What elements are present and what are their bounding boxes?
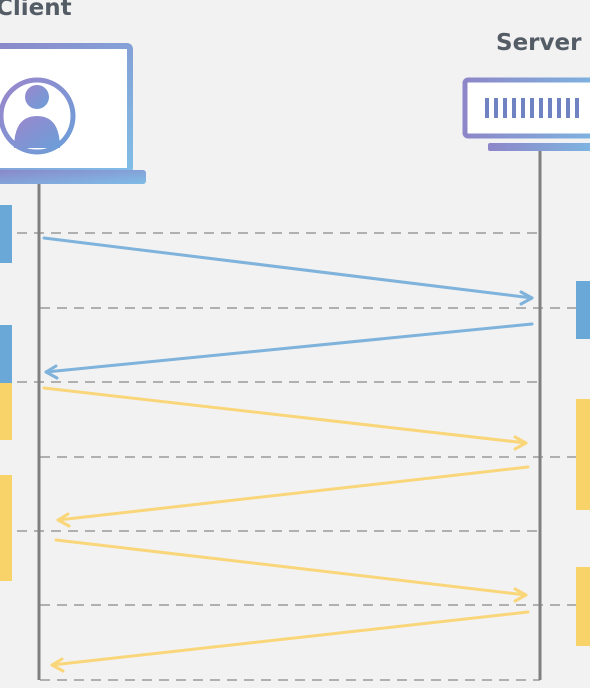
message-arrow-yellow-response-2 <box>50 610 530 673</box>
server-block-yellow-2 <box>576 567 590 646</box>
message-arrow-blue-request <box>42 236 534 306</box>
client-block-yellow-1 <box>0 383 12 440</box>
client-block-blue-1 <box>0 205 12 263</box>
laptop-user-icon <box>0 43 146 184</box>
message-arrow-yellow-response-1 <box>56 465 530 528</box>
message-arrow-yellow-request-1 <box>42 386 528 451</box>
server-rack-icon <box>462 77 590 151</box>
server-block-yellow-1 <box>576 399 590 510</box>
client-block-blue-2 <box>0 325 12 383</box>
server-label: Server <box>496 30 582 56</box>
server-block-blue <box>576 281 590 339</box>
message-arrow-blue-response <box>44 322 534 380</box>
client-block-yellow-2 <box>0 475 12 581</box>
time-guides <box>0 232 590 681</box>
client-label: Client <box>0 0 72 21</box>
message-arrow-yellow-request-2 <box>54 538 528 603</box>
